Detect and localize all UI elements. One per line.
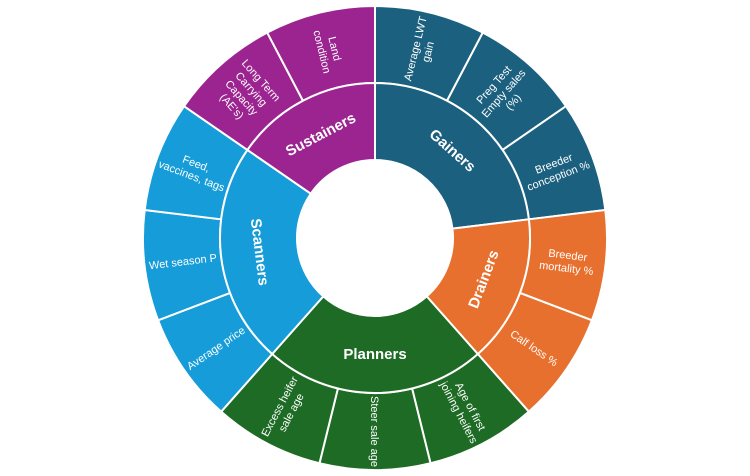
- category-label-planners: Planners: [343, 346, 406, 363]
- segment-label-line: Breeder: [548, 248, 589, 265]
- category-gainers: [374, 81, 530, 230]
- segment-label-line: gain: [420, 40, 437, 63]
- segment-label-line: Steer sale age: [368, 396, 380, 467]
- segment-label-steer-sale-age: Steer sale age: [368, 396, 380, 467]
- category-planners: [270, 294, 480, 394]
- category-sustainers: [246, 81, 376, 196]
- segment-label-line: Land: [325, 35, 343, 62]
- chart-rings: [142, 4, 608, 471]
- category-scanners: [219, 148, 325, 356]
